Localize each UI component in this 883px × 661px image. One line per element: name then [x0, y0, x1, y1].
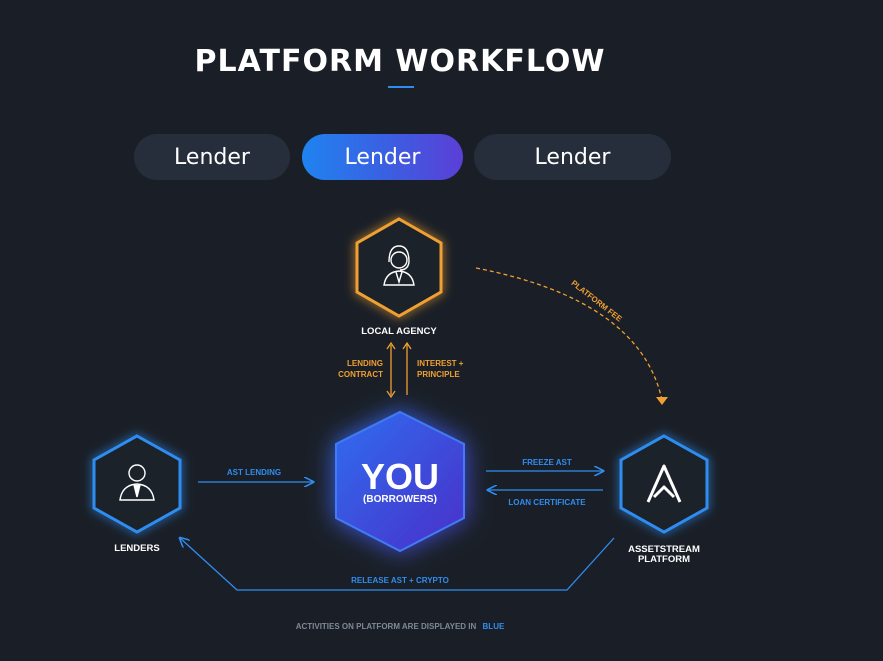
you-subtitle: (BORROWERS) [363, 494, 437, 505]
you-title: YOU [361, 456, 439, 497]
local-agency-label: LOCAL AGENCY [361, 326, 437, 337]
platform-fee-arrow [475, 267, 663, 401]
loan-certificate-label: LOAN CERTIFICATE [508, 498, 586, 507]
tab-lender-3[interactable]: Lender [474, 134, 671, 180]
platform-label-2: PLATFORM [638, 554, 690, 565]
lending-contract-label-1: LENDING [347, 359, 383, 368]
support-agent-icon [383, 245, 415, 286]
user-tie-icon [119, 464, 155, 501]
release-arrow [180, 538, 615, 591]
assetstream-logo-icon [646, 464, 682, 503]
release-label: RELEASE AST + CRYPTO [351, 576, 449, 585]
interest-label-1: INTEREST + [417, 359, 464, 368]
footer-note-highlight: BLUE [483, 622, 505, 631]
footer-note-text: ACTIVITIES ON PLATFORM ARE DISPLAYED IN [296, 622, 477, 631]
page-title: PLATFORM WORKFLOW [194, 44, 606, 79]
lending-contract-label-2: CONTRACT [338, 370, 383, 379]
you-node [335, 410, 465, 553]
platform-label-1: ASSETSTREAM [628, 544, 700, 555]
ast-lending-label: AST LENDING [227, 468, 281, 477]
footer-note: ACTIVITIES ON PLATFORM ARE DISPLAYED IN … [296, 622, 505, 631]
interest-label-2: PRINCIPLE [417, 370, 460, 379]
freeze-ast-label: FREEZE AST [522, 458, 572, 467]
lenders-label: LENDERS [114, 543, 159, 554]
platform-node [619, 434, 709, 534]
tab-lender-1[interactable]: Lender [134, 134, 290, 180]
tab-lender-2[interactable]: Lender [302, 134, 463, 180]
title-underline [388, 86, 414, 88]
